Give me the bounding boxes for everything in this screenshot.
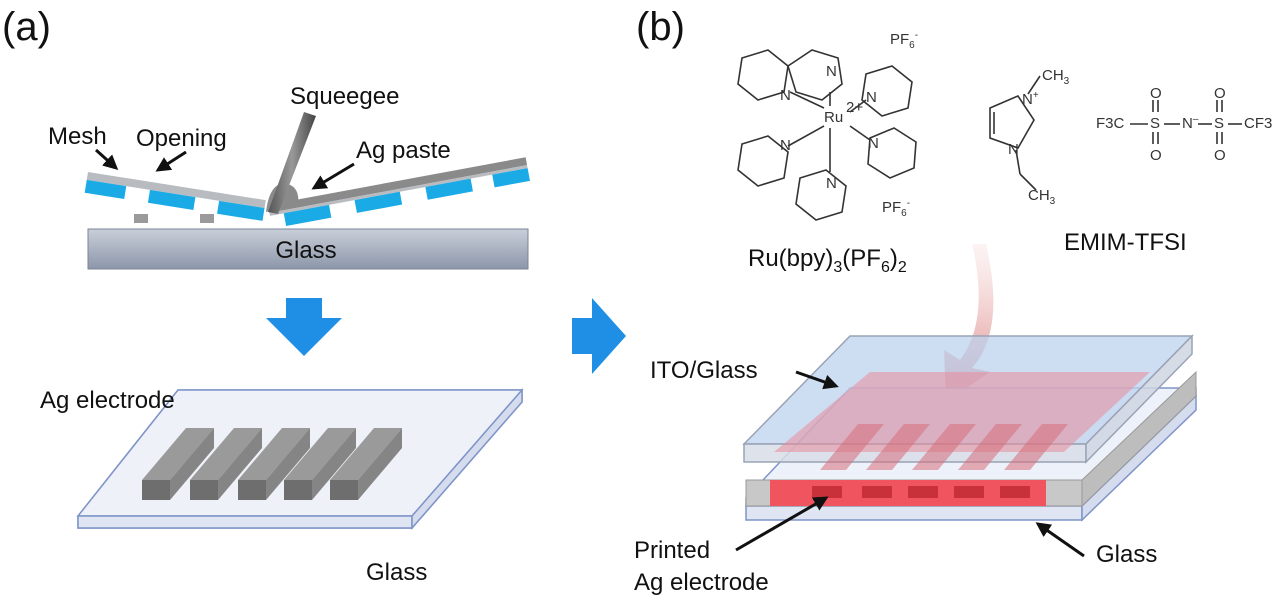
ag-electrode-bar <box>330 428 402 500</box>
printed-electrode <box>862 486 892 498</box>
n-atom-label: N <box>826 175 837 192</box>
mesh-label: Mesh <box>48 123 107 150</box>
ru-atom-label: Ru <box>824 109 843 126</box>
tfsi-o-label: O <box>1214 147 1226 164</box>
printed-paste-dot <box>200 214 214 223</box>
ag-electrode-bar <box>284 428 356 500</box>
panel-b: (b) Ru 2+ N N N N N N PF6- P <box>634 5 1272 596</box>
ru-complex-name: Ru(bpy)3(PF6)2 <box>748 245 907 276</box>
emim-n-plus-label: N+ <box>1022 90 1039 108</box>
ag-electrode-bar <box>190 428 262 500</box>
panel-a-label: (a) <box>2 5 51 49</box>
printed-electrodes <box>812 486 1030 498</box>
n-atom-label: N <box>868 135 879 152</box>
printed-electrode <box>908 486 938 498</box>
emim-n-label: N <box>1008 141 1019 158</box>
tfsi-s-label: S <box>1214 115 1224 132</box>
printed-paste-dot <box>134 214 148 223</box>
printed-electrode-label-line1: Printed <box>634 537 710 564</box>
printed-electrode <box>1000 486 1030 498</box>
bottom-glass-edge <box>745 505 1083 521</box>
n-atom-label: N <box>866 89 877 106</box>
opening-label: Opening <box>136 125 227 152</box>
n-atom-label: N <box>780 87 791 104</box>
mesh-right <box>268 157 530 227</box>
ito-glass-label: ITO/Glass <box>650 357 758 384</box>
ag-electrode-bar <box>142 428 214 500</box>
tfsi-n-label: N– <box>1182 114 1199 132</box>
electrode-shadows <box>820 424 1068 470</box>
ag-electrode-label: Ag electrode <box>40 387 175 414</box>
mesh-pointer-arrow <box>94 148 119 171</box>
ru-bpy-complex-structure: Ru 2+ N N N N N N PF6- PF6- <box>737 30 918 221</box>
printed-electrode <box>954 486 984 498</box>
n-atom-label: N <box>826 63 837 80</box>
glass-bottom-label: Glass <box>366 559 427 586</box>
emim-methyl-label: CH3 <box>1042 67 1070 87</box>
ito-glass-side <box>1085 334 1193 464</box>
process-down-arrow <box>266 298 342 356</box>
pf6-counterion-top: PF6- <box>890 30 918 51</box>
n-atom-label: N <box>780 137 791 154</box>
squeegee-label: Squeegee <box>290 83 399 110</box>
opening-pointer-arrow <box>155 150 187 172</box>
emim-cation-structure: N+ N CH3 CH3 <box>989 67 1070 207</box>
ag-paste-label: Ag paste <box>356 137 451 164</box>
glass-substrate: Glass <box>87 228 529 270</box>
ag-paste-pointer-arrow <box>311 162 355 190</box>
tfsi-cf3-left-label: F3C <box>1096 115 1125 132</box>
glass-label: Glass <box>1096 541 1157 568</box>
ito-glass-pointer-arrow <box>795 370 839 390</box>
printed-electrode-label-line2: Ag electrode <box>634 569 769 596</box>
tfsi-cf3-right-label: CF3 <box>1244 115 1272 132</box>
tfsi-o-label: O <box>1214 85 1226 102</box>
emim-ethyl-label: CH3 <box>1028 187 1056 207</box>
tfsi-s-label: S <box>1150 115 1160 132</box>
ru-charge-label: 2+ <box>846 99 863 116</box>
panel-a: (a) Glass Squeegee <box>2 5 530 586</box>
process-right-arrow <box>572 298 626 374</box>
device-stack <box>742 334 1197 522</box>
printed-electrode-pointer-arrow <box>735 496 829 552</box>
ionic-liquid-name: EMIM-TFSI <box>1064 229 1187 256</box>
spacer-side <box>1081 370 1197 508</box>
pf6-counterion-bottom: PF6- <box>882 198 910 219</box>
squeegee-blade <box>268 112 316 214</box>
tfsi-anion-structure: F3C S N– S CF3 O O O O <box>1096 85 1272 164</box>
mesh-left <box>84 172 266 221</box>
ag-electrode-bars <box>142 428 402 500</box>
tfsi-o-label: O <box>1150 147 1162 164</box>
ag-electrode-bar <box>238 428 310 500</box>
tfsi-o-label: O <box>1150 85 1162 102</box>
glass-pointer-arrow <box>1035 522 1085 558</box>
glass-substrate-label: Glass <box>275 237 336 264</box>
printed-electrode <box>812 486 842 498</box>
panel-b-label: (b) <box>636 5 685 49</box>
